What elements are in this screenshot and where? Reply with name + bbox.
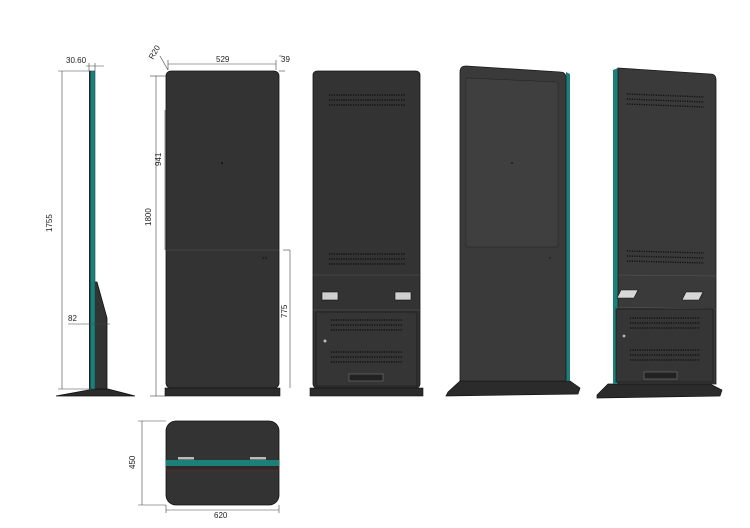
top-handle-right	[250, 457, 266, 460]
rear-base	[309, 387, 424, 397]
persp-rear-access-panel	[615, 308, 714, 383]
side-support	[93, 281, 108, 390]
persp-rear-body	[617, 67, 717, 385]
dim-base-depth: 450	[128, 455, 137, 469]
front-base	[164, 387, 281, 397]
dim-top-margin: 39	[281, 55, 290, 64]
rear-lock	[323, 339, 327, 343]
front-body	[165, 70, 280, 389]
persp-rear-lock	[622, 334, 626, 338]
persp-rear-port-strip	[643, 371, 678, 380]
perspective-rear-view	[596, 67, 723, 399]
dim-base-height-side: 82	[68, 314, 77, 323]
rear-handle-right	[394, 291, 412, 301]
top-handle-left	[178, 457, 194, 460]
persp-rear-base	[596, 383, 723, 399]
persp-front-base	[445, 380, 581, 397]
side-panel-teal	[89, 70, 96, 390]
dim-lower-height: 775	[280, 304, 289, 318]
dim-depth-top: 30.60	[66, 56, 87, 65]
dim-base-width: 620	[214, 511, 228, 520]
dim-height-side: 1755	[45, 214, 54, 232]
dim-screen-height: 941	[154, 152, 163, 166]
rear-handle-left	[321, 291, 339, 301]
perspective-front-view	[445, 65, 581, 397]
dim-total-height: 1800	[144, 208, 153, 226]
dim-width-front: 529	[216, 55, 230, 64]
rear-port-strip	[348, 373, 384, 382]
rear-view	[309, 70, 424, 397]
persp-rear-side-teal	[613, 68, 618, 384]
top-view: 450 620	[128, 420, 280, 520]
top-panel-teal	[166, 460, 279, 466]
side-view: 30.60 1755 82	[45, 56, 136, 397]
persp-rear-handle-left	[616, 289, 639, 299]
rear-access-panel	[315, 311, 418, 387]
side-base	[55, 388, 136, 397]
dim-corner: R20	[147, 43, 162, 61]
persp-front-side-teal	[566, 72, 570, 381]
persp-rear-handle-right	[681, 291, 704, 301]
front-view: R20 529 39 941 1800 775	[144, 43, 290, 397]
